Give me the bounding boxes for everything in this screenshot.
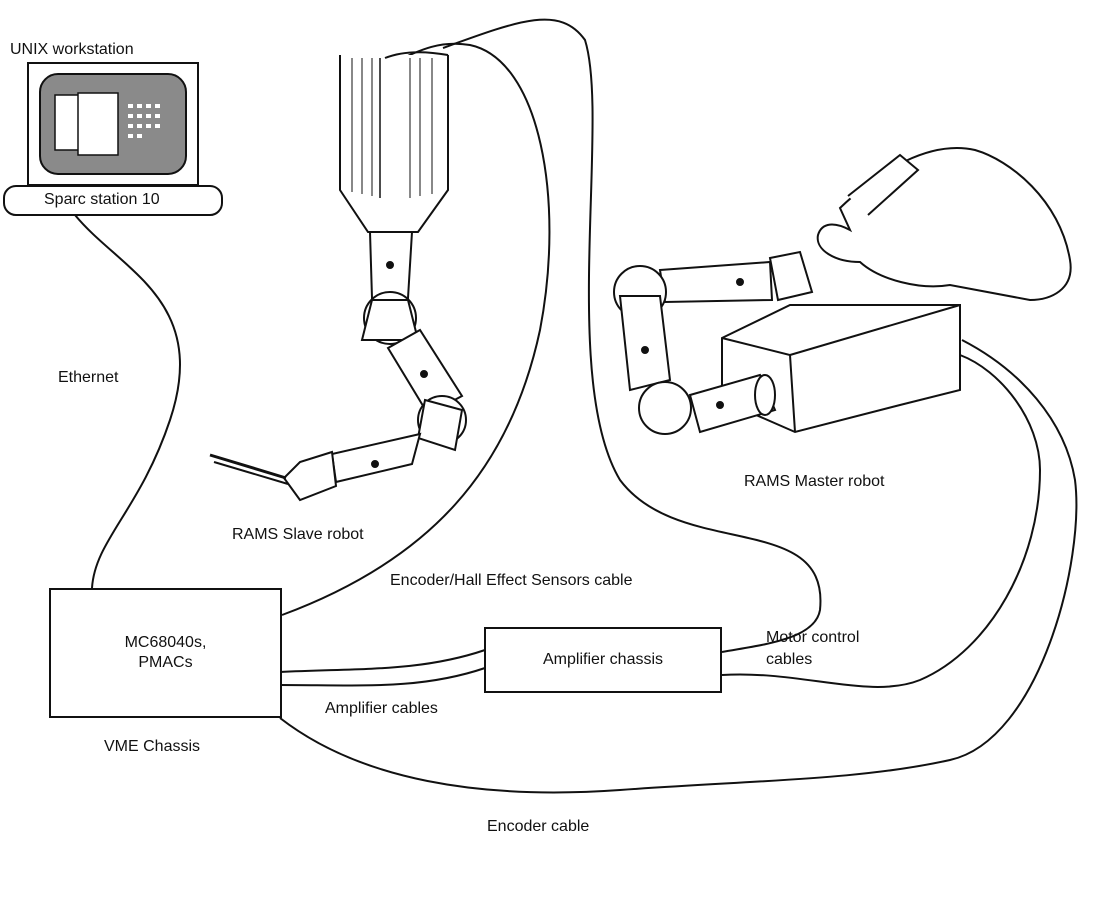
vme-line-2: PMACs [138, 654, 193, 671]
vme-line-1: MC68040s, [124, 634, 207, 651]
workstation-base-label: Sparc station 10 [44, 191, 160, 208]
amplifier-cable-2 [279, 667, 486, 687]
amplifier-chassis-label: Amplifier chassis [542, 651, 664, 668]
encoder-cable-label: Encoder cable [487, 818, 590, 835]
amplifier-chassis-box: Amplifier chassis [484, 627, 722, 693]
vme-chassis-box: MC68040s, PMACs [49, 588, 282, 718]
master-robot-label: RAMS Master robot [744, 473, 885, 490]
encoder-hall-cable [281, 42, 551, 616]
motor-control-cable [721, 354, 1042, 688]
amplifier-cables-label: Amplifier cables [325, 700, 438, 717]
encoder-hall-cable-label: Encoder/Hall Effect Sensors cable [390, 572, 633, 589]
amplifier-cable-1 [279, 649, 486, 673]
encoder-hall-cable-outer [442, 18, 822, 653]
master-robot-drawing [613, 147, 1072, 435]
ethernet-label: Ethernet [58, 369, 119, 386]
workstation-title: UNIX workstation [10, 41, 134, 58]
ethernet-cable [74, 214, 181, 589]
motor-control-label-line1: Motor control [766, 629, 860, 646]
encoder-cable [279, 339, 1078, 794]
vme-chassis-caption: VME Chassis [104, 738, 201, 755]
slave-robot-label: RAMS Slave robot [232, 526, 364, 543]
motor-control-label-line2: cables [766, 651, 813, 668]
workstation-icon [3, 62, 223, 216]
slave-robot-drawing [209, 51, 467, 502]
